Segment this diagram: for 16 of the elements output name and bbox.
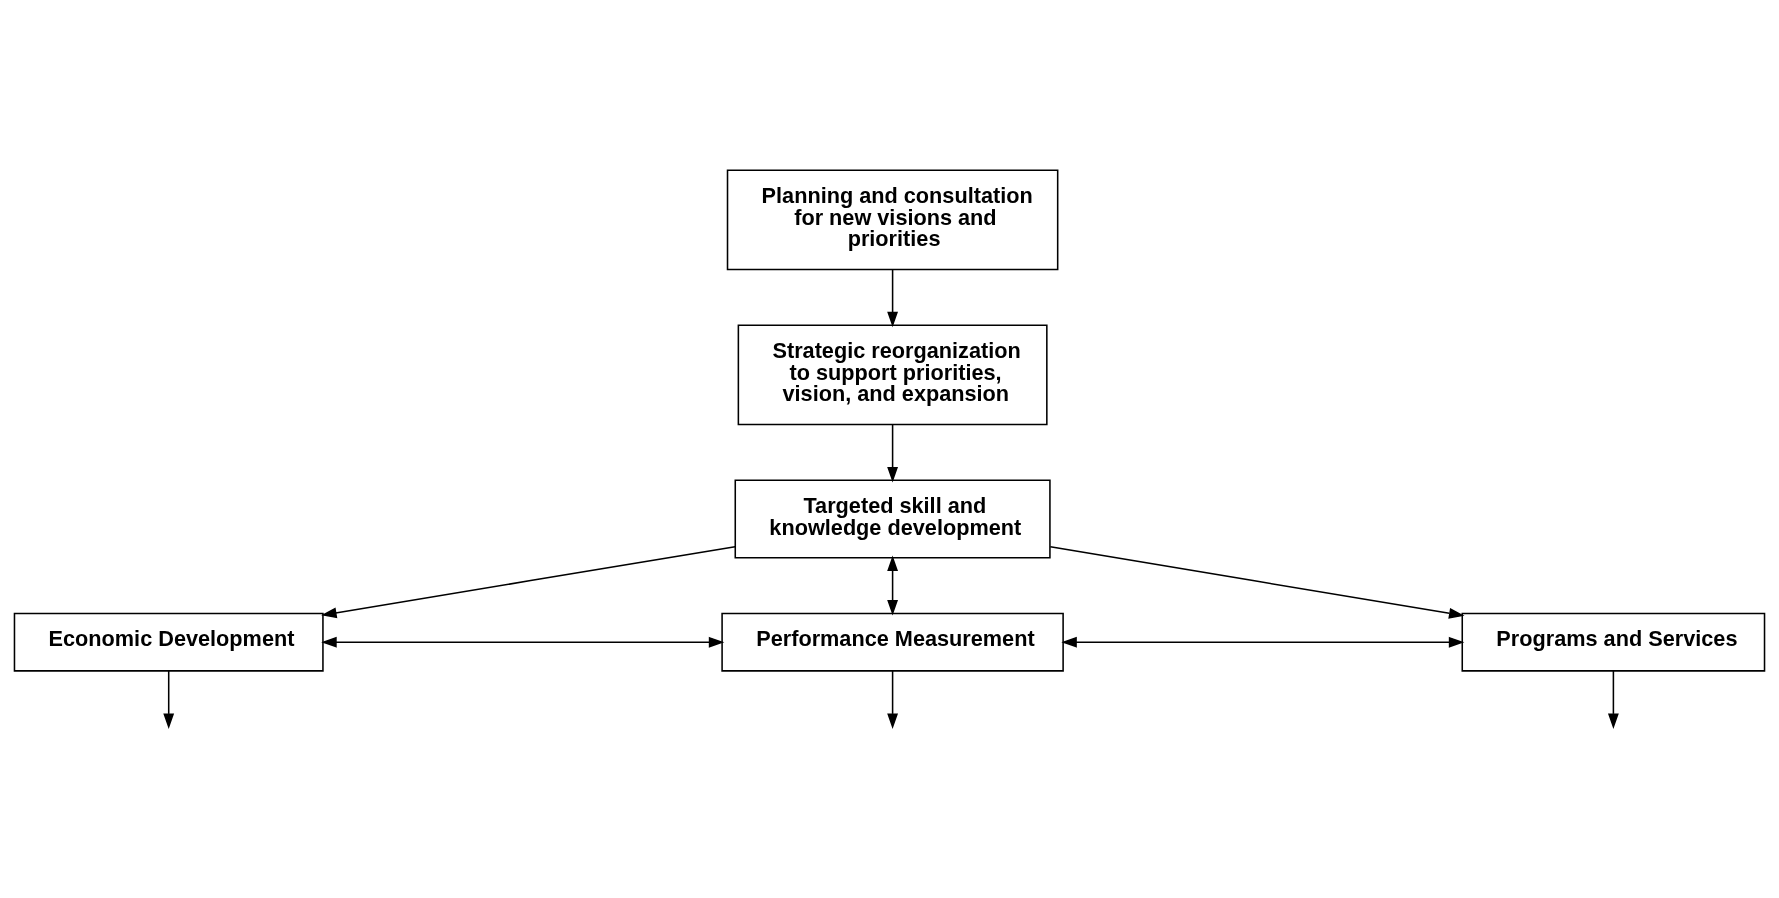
node-box: Performance Measurement [721,612,1064,672]
arrow [321,545,736,619]
node-box: Programs and Services [1461,612,1766,672]
node-box: Planning and consultation for new visions and priorities [726,169,1059,271]
node-box: Strategic reorganization to support priorities, vision, and expansion [737,324,1048,426]
arrow [163,670,175,729]
arrow [321,636,725,648]
node-box: Economic Development [13,612,324,672]
arrow [887,423,899,483]
arrow [1607,670,1619,729]
arrow [887,555,899,616]
node-box: Targeted skill and knowledge development [734,479,1051,559]
arrow [887,670,899,729]
arrow [1061,636,1465,648]
arrow [1049,546,1465,619]
arrow [887,268,899,328]
